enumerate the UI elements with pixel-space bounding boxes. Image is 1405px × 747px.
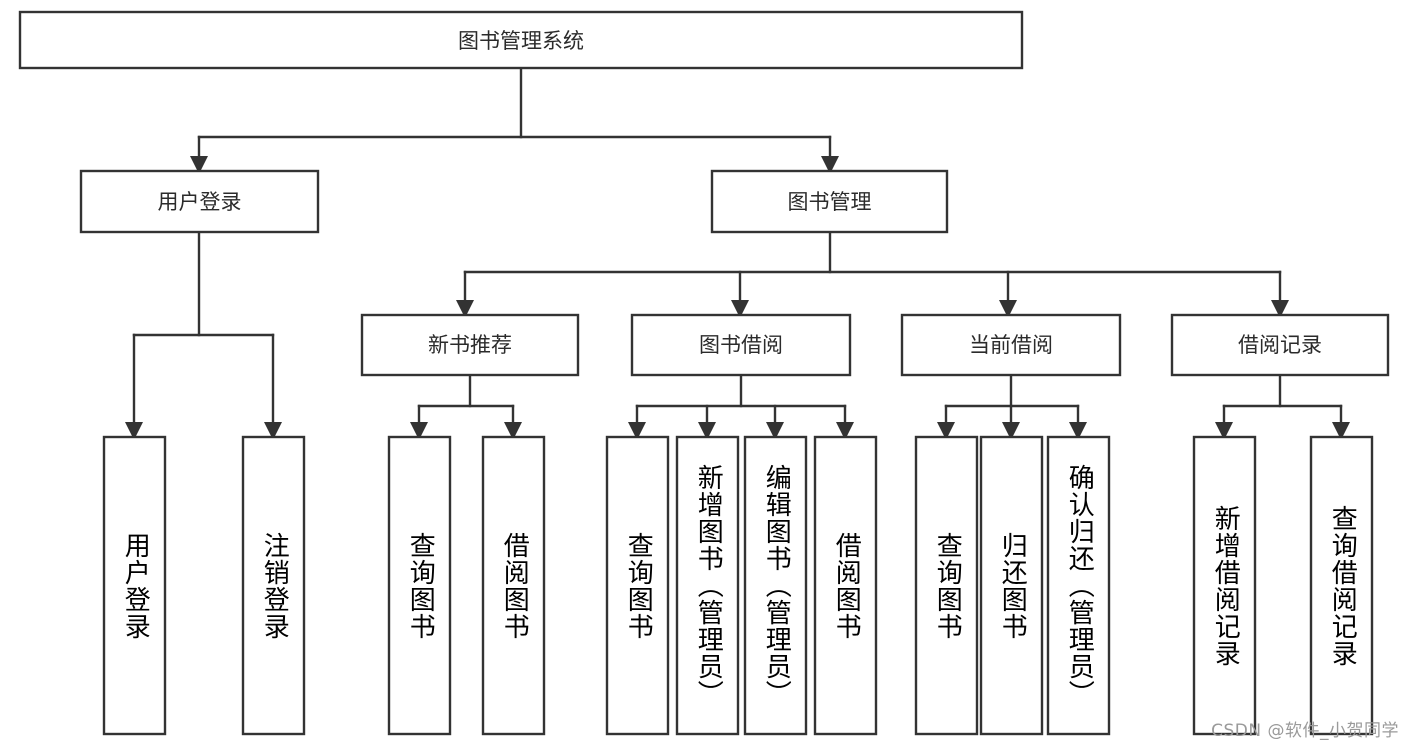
node-root[interactable]: 图书管理系统	[18, 10, 1024, 70]
connector-group-borrow-record	[1215, 373, 1350, 440]
node-new-book-rec-label: 新书推荐	[428, 333, 512, 357]
node-root-box[interactable]	[18, 10, 1024, 70]
node-leaf-add-record-box[interactable]	[1192, 435, 1257, 736]
node-leaf-confirm-return-box[interactable]	[1046, 435, 1111, 736]
node-leaf-query-book-1-box[interactable]	[387, 435, 452, 736]
node-book-manage[interactable]: 图书管理	[710, 169, 949, 234]
node-book-borrow[interactable]: 图书借阅	[630, 313, 852, 377]
connector-group-book-borrow	[628, 373, 854, 440]
connector-group-book-manage	[456, 230, 1289, 318]
node-borrow-record[interactable]: 借阅记录	[1170, 313, 1390, 377]
node-book-manage-label: 图书管理	[788, 190, 872, 214]
node-current-borrow-box[interactable]	[900, 313, 1122, 377]
node-leaf-borrow-book-2-box[interactable]	[813, 435, 878, 736]
node-current-borrow[interactable]: 当前借阅	[900, 313, 1122, 377]
node-leaf-return-book-box[interactable]	[979, 435, 1044, 736]
node-leaf-query-record-box[interactable]	[1309, 435, 1374, 736]
node-leaf-edit-book-box[interactable]	[743, 435, 808, 736]
node-leaf-borrow-book-1-box[interactable]	[481, 435, 546, 736]
node-book-manage-box[interactable]	[710, 169, 949, 234]
node-borrow-record-label: 借阅记录	[1238, 333, 1322, 357]
node-leaf-query-book-2-box[interactable]	[605, 435, 670, 736]
node-leaf-user-login-box[interactable]	[102, 435, 167, 736]
node-book-borrow-box[interactable]	[630, 313, 852, 377]
node-leaf-query-book-3-box[interactable]	[914, 435, 979, 736]
node-leaf-logout-box[interactable]	[241, 435, 306, 736]
node-user-login-label: 用户登录	[158, 190, 242, 214]
node-new-book-rec[interactable]: 新书推荐	[360, 313, 580, 377]
node-user-login[interactable]: 用户登录	[79, 169, 320, 234]
node-borrow-record-box[interactable]	[1170, 313, 1390, 377]
node-current-borrow-label: 当前借阅	[969, 333, 1053, 357]
connector-group-current-borrow	[937, 373, 1087, 440]
connector-group-user-login	[125, 230, 282, 440]
node-new-book-rec-box[interactable]	[360, 313, 580, 377]
node-root-label: 图书管理系统	[458, 29, 584, 53]
connector-group-root	[190, 66, 839, 174]
node-book-borrow-label: 图书借阅	[699, 333, 783, 357]
csdn-watermark: CSDN @软件_小贺同学	[1211, 721, 1399, 741]
node-user-login-box[interactable]	[79, 169, 320, 234]
node-leaf-add-book-box[interactable]	[675, 435, 740, 736]
connector-group-new-book-rec	[410, 373, 522, 440]
